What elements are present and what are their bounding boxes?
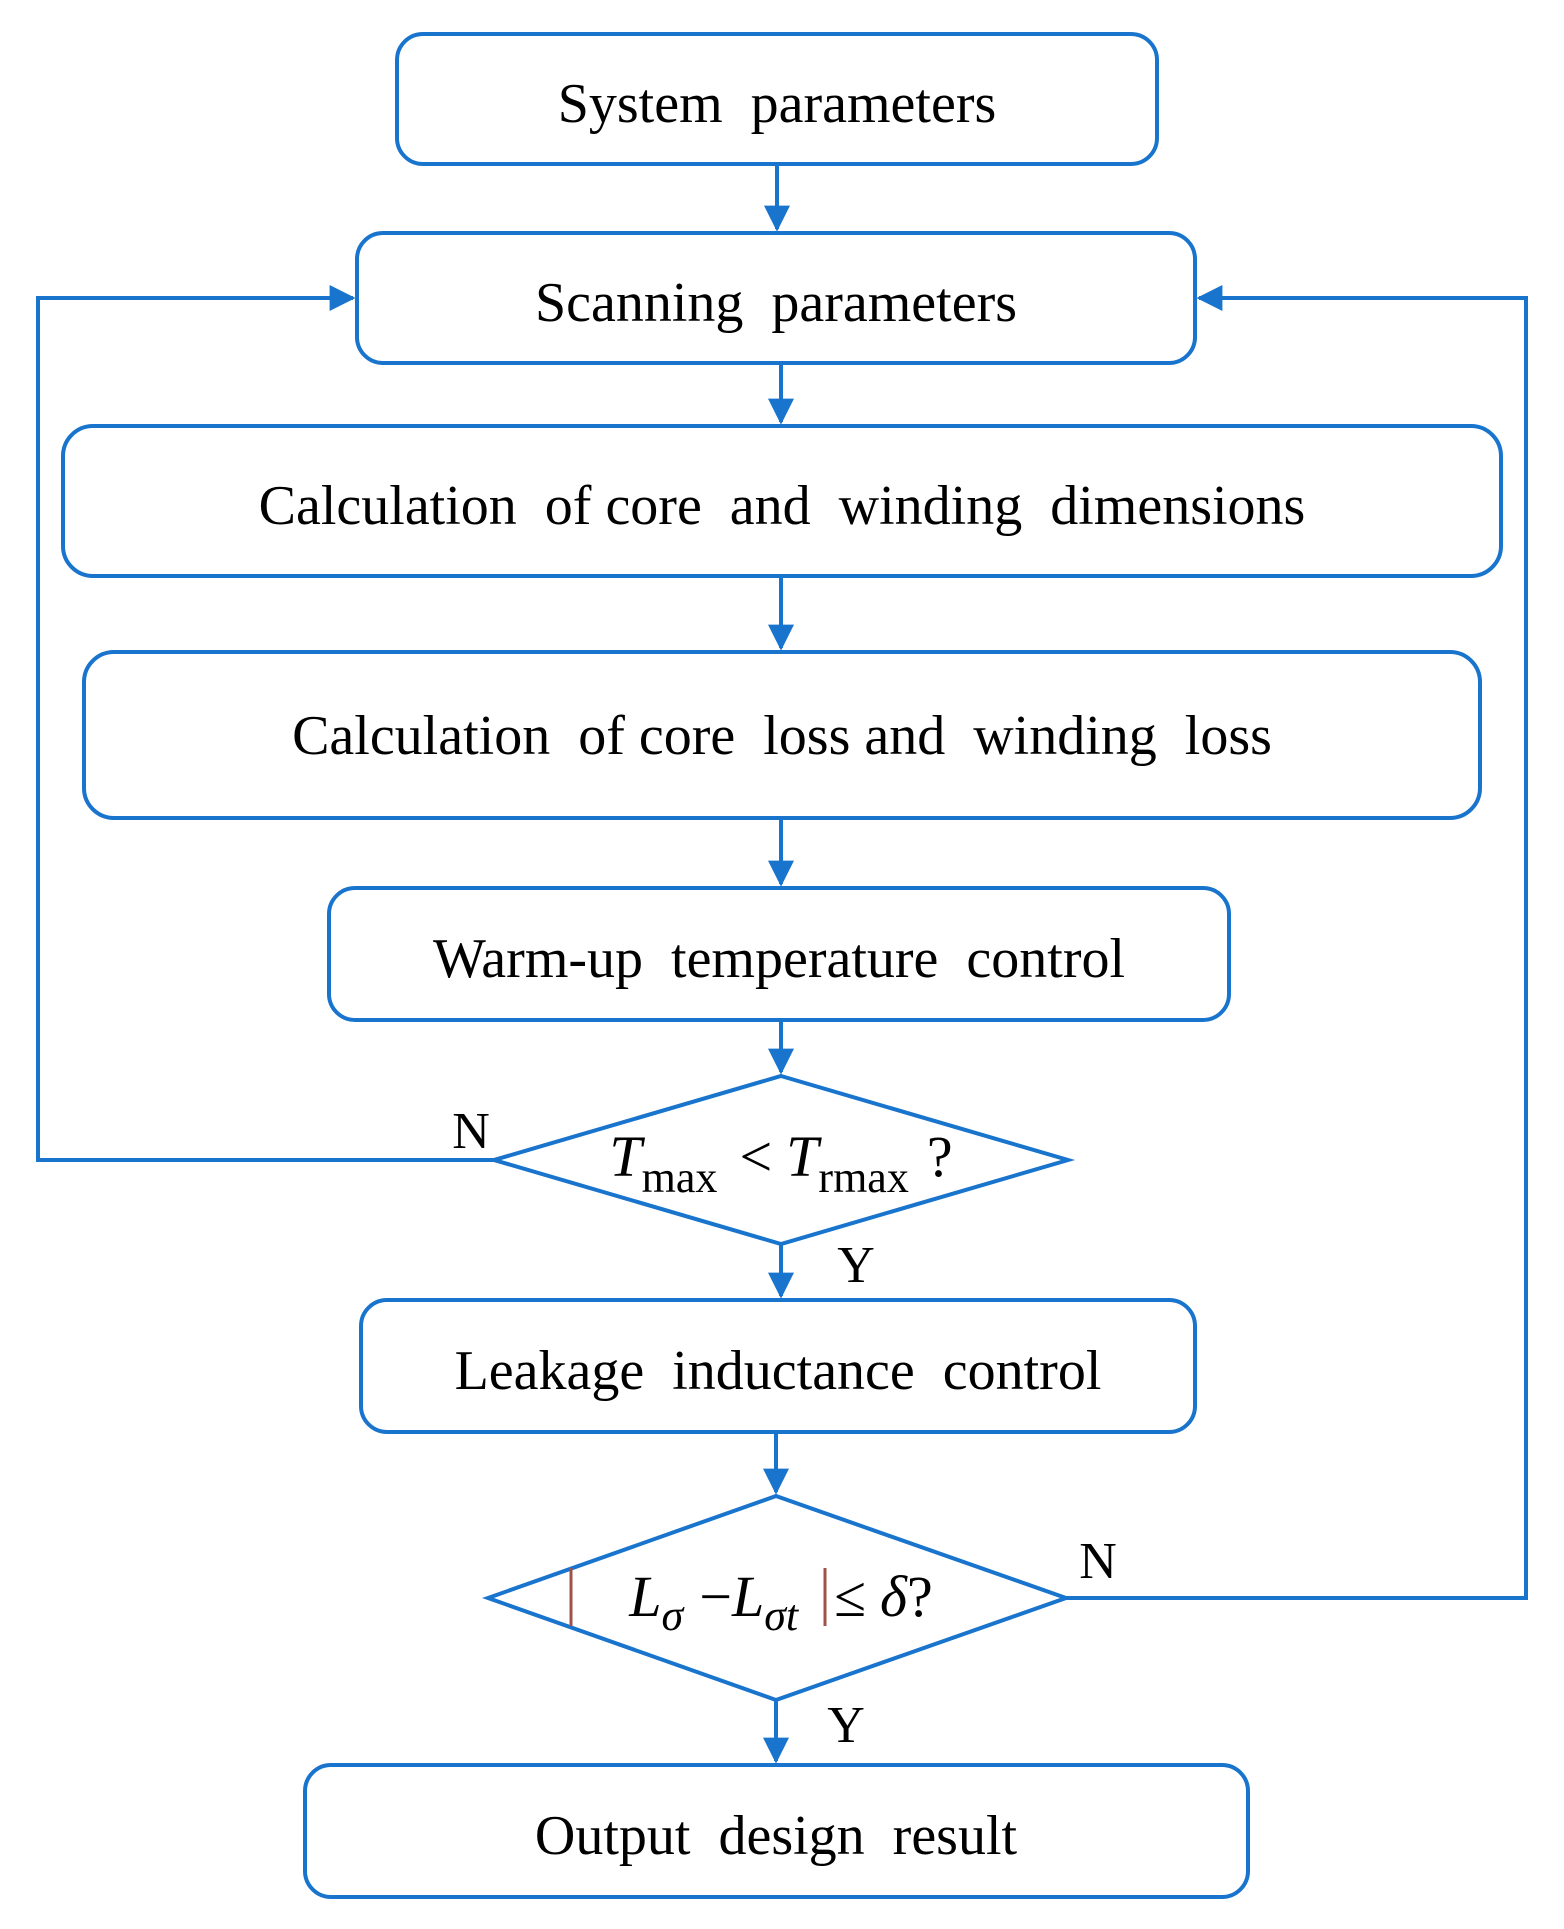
edge-label-temp-no: N: [452, 1103, 490, 1160]
node-core-winding-dimensions: Calculation of core and winding dimensio…: [61, 424, 1503, 578]
decision-temperature-condition: Tmax<Trmax?: [609, 1124, 952, 1202]
node-core-winding-loss: Calculation of core loss and winding los…: [82, 650, 1482, 820]
edge-label-leak-no: N: [1079, 1533, 1117, 1590]
node-system-parameters-label: System parameters: [558, 73, 997, 135]
node-scanning-parameters: Scanning parameters: [355, 231, 1197, 365]
node-core-winding-loss-label: Calculation of core loss and winding los…: [292, 705, 1272, 767]
node-output-design-result: Output design result: [303, 1763, 1250, 1899]
edge-label-temp-yes: Y: [837, 1237, 875, 1294]
node-output-design-result-label: Output design result: [535, 1805, 1018, 1867]
node-core-winding-dimensions-label: Calculation of core and winding dimensio…: [259, 475, 1306, 537]
arrow-temp-decision-no-loop: [36, 285, 494, 1162]
node-system-parameters: System parameters: [395, 32, 1159, 166]
node-leakage-inductance-control: Leakage inductance control: [359, 1298, 1197, 1434]
node-leakage-inductance-control-label: Leakage inductance control: [455, 1340, 1102, 1402]
node-warmup-temperature-control-label: Warm-up temperature control: [433, 928, 1125, 990]
decision-leakage: Lσ−Lσt≤δ?: [482, 1493, 1073, 1703]
node-warmup-temperature-control: Warm-up temperature control: [327, 886, 1231, 1022]
edge-label-leak-yes: Y: [827, 1697, 865, 1754]
arrow-leak-decision-no-loop: [1066, 285, 1528, 1600]
node-scanning-parameters-label: Scanning parameters: [535, 272, 1017, 334]
connectors: [36, 164, 1528, 1764]
decision-temperature: Tmax<Trmax?: [486, 1073, 1076, 1247]
decision-leakage-condition: Lσ−Lσt≤δ?: [628, 1564, 932, 1640]
